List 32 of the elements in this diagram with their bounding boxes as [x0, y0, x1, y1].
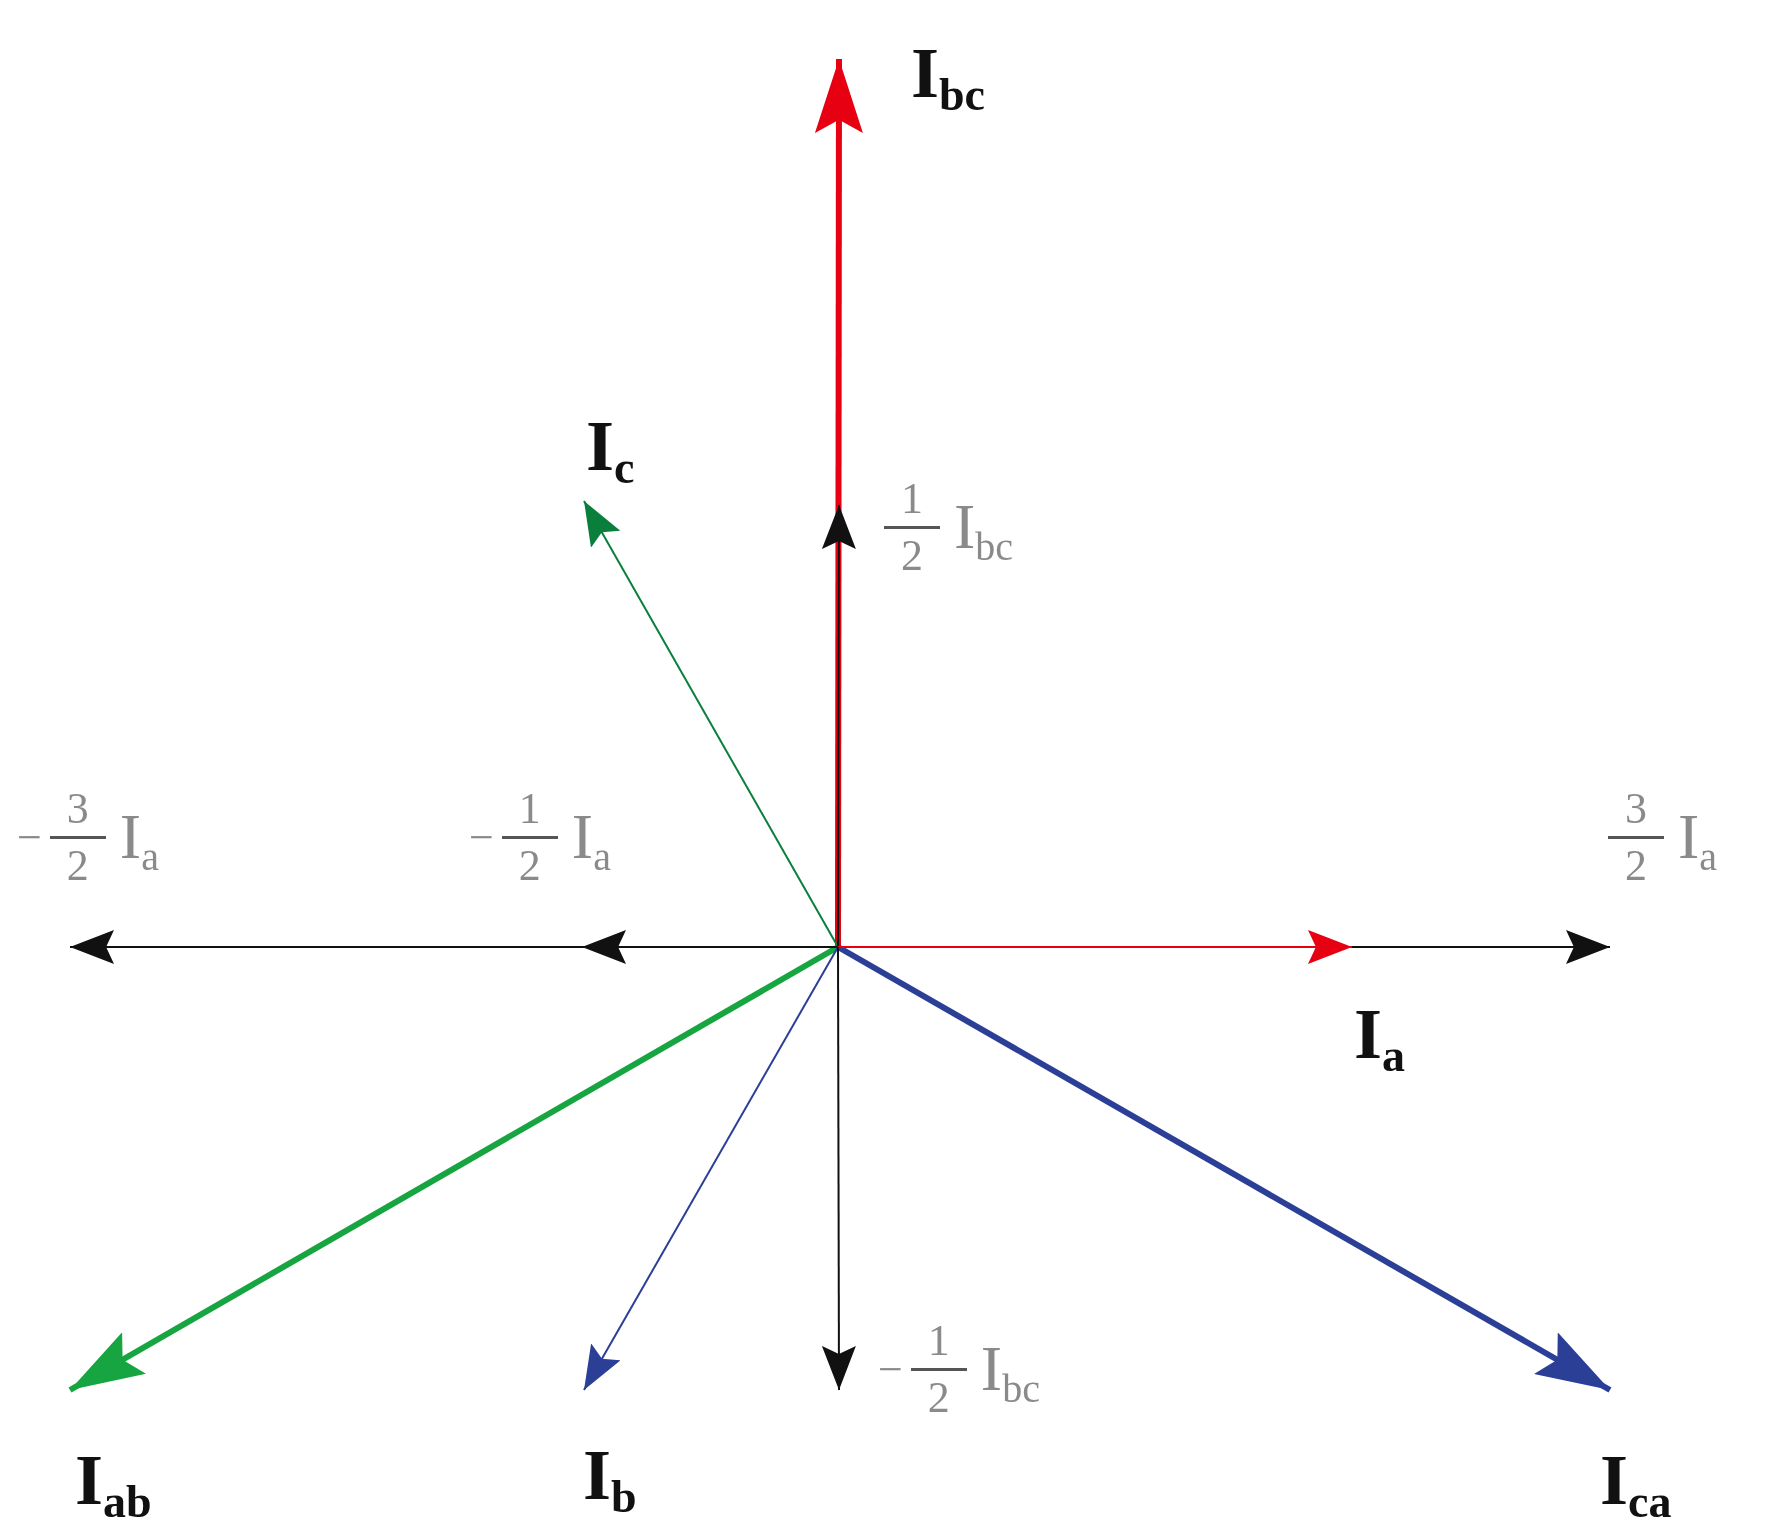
fraction-numerator: 3 — [66, 786, 89, 833]
phasor-label: I$_{bc}$ — [954, 494, 1014, 567]
phasor-label: I$_{ab}$ — [75, 1444, 152, 1525]
phasor-label: I$_{bc}$ — [911, 37, 986, 118]
phasor-label: I$_{b}$ — [583, 1439, 637, 1520]
minus-sign: − — [878, 1347, 903, 1392]
phasor-arrow — [583, 946, 839, 1391]
fraction-numerator: 3 — [1625, 786, 1647, 833]
fraction-numerator: 1 — [927, 1318, 950, 1365]
fraction-denominator: 2 — [66, 843, 89, 890]
phasor-label: I$_{c}$ — [586, 410, 635, 491]
phasor-label: I$_{a}$ — [119, 804, 159, 877]
phasor-arrow — [837, 930, 1353, 964]
phasor-arrow — [836, 944, 1612, 1393]
fraction-numerator: 1 — [901, 476, 923, 523]
phasor-label: I$_{a}$ — [571, 804, 611, 877]
phasor-label: I$_{a}$ — [1354, 998, 1406, 1079]
fraction-denominator: 2 — [901, 533, 923, 580]
phasor-label: I$_{a}$ — [1678, 804, 1718, 877]
phasor-label: I$_{ca}$ — [1600, 1444, 1672, 1525]
phasor-label: I$_{bc}$ — [980, 1336, 1040, 1409]
minus-sign: − — [469, 815, 494, 860]
fraction-denominator: 2 — [1625, 843, 1647, 890]
fraction-denominator: 2 — [927, 1375, 950, 1422]
minus-sign: − — [17, 815, 42, 860]
phasor-arrow — [821, 504, 856, 948]
phasor-arrow — [814, 59, 863, 947]
fraction-numerator: 1 — [518, 786, 541, 833]
phasor-arrow — [583, 500, 839, 948]
fraction-denominator: 2 — [518, 843, 541, 890]
phasor-arrow — [821, 946, 856, 1391]
phasor-arrow — [581, 930, 839, 964]
